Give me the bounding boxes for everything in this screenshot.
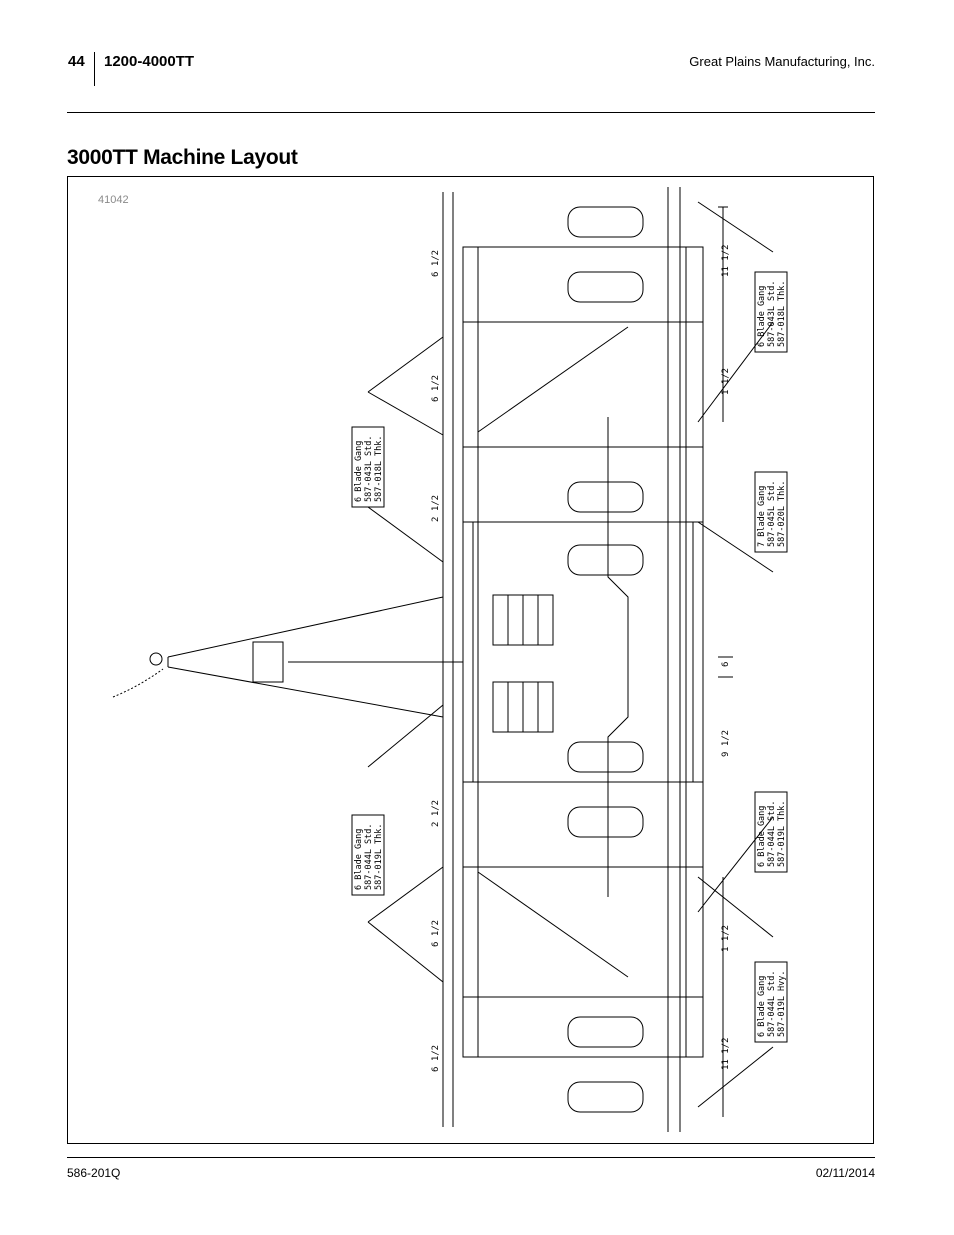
callout-box	[754, 271, 788, 353]
header-divider	[94, 52, 95, 86]
publish-date: 02/11/2014	[815, 1166, 875, 1180]
svg-text:6 Blade Gang: 6 Blade Gang	[757, 286, 767, 347]
dim-left-top: 6 1/2	[431, 250, 441, 277]
dim-left-upper: 6 1/2	[431, 375, 441, 402]
callout-box	[351, 426, 385, 508]
svg-text:6 Blade Gang: 6 Blade Gang	[757, 976, 767, 1037]
svg-text:587-044L Std.: 587-044L Std.	[364, 823, 374, 890]
section-title: 3000TT Machine Layout	[67, 146, 298, 169]
dim-left-center-lower: 2 1/2	[431, 800, 441, 827]
svg-text:587-045L Std.: 587-045L Std.	[767, 480, 777, 547]
hitch-clevis	[149, 652, 163, 666]
svg-text:587-019L Thk.: 587-019L Thk.	[777, 800, 787, 867]
wheel	[567, 206, 644, 238]
wheel	[567, 741, 644, 773]
hitch-jack	[252, 641, 284, 683]
dim-right-center-lower: 9 1/2	[721, 730, 731, 757]
callout-right-center: 7 Blade Gang 587-045L Std. 587-020L Thk.	[757, 480, 787, 547]
wheel	[567, 271, 644, 303]
figure-frame: 41042	[67, 176, 874, 1144]
callout-box	[351, 814, 385, 896]
dim-right-top: 11 1/2	[721, 244, 731, 277]
main-frame	[462, 246, 704, 1058]
callout-left-lower: 6 Blade Gang 587-044L Std. 587-019L Thk.	[354, 823, 384, 890]
svg-text:6 Blade Gang: 6 Blade Gang	[354, 829, 364, 890]
callout-box	[754, 961, 788, 1043]
dim-right-lower: 1 1/2	[721, 925, 731, 952]
dim-right-upper: 1 1/2	[721, 368, 731, 395]
dim-left-center-upper: 2 1/2	[431, 495, 441, 522]
wheel	[567, 481, 644, 513]
svg-text:6 Blade Gang: 6 Blade Gang	[354, 441, 364, 502]
figure-id: 41042	[98, 194, 129, 206]
dim-left-bottom: 6 1/2	[431, 1045, 441, 1072]
svg-text:587-043L Std.: 587-043L Std.	[767, 280, 777, 347]
svg-text:587-019L Thk.: 587-019L Thk.	[374, 823, 384, 890]
svg-text:587-018L Thk.: 587-018L Thk.	[777, 280, 787, 347]
wheel	[567, 806, 644, 838]
footer-rule	[67, 1157, 875, 1158]
wheel	[567, 544, 644, 576]
callout-box	[754, 471, 788, 553]
callout-box	[754, 791, 788, 873]
svg-text:587-044L Std.: 587-044L Std.	[767, 800, 777, 867]
svg-text:6 Blade Gang: 6 Blade Gang	[757, 806, 767, 867]
svg-text:587-043L Std.: 587-043L Std.	[364, 435, 374, 502]
svg-text:587-020L Thk.: 587-020L Thk.	[777, 480, 787, 547]
machine-layout-drawing: 6 1/2 6 1/2 2 1/2 2 1/2 6 1/2 6 1/2 11 1…	[112, 187, 788, 1132]
wheel	[567, 1016, 644, 1048]
center-frame	[472, 521, 694, 783]
model-name: 1200-4000TT	[104, 53, 195, 70]
company-name: Great Plains Manufacturing, Inc.	[689, 54, 875, 69]
header-rule	[67, 112, 875, 113]
callout-right-top: 6 Blade Gang 587-043L Std. 587-018L Thk.	[757, 280, 787, 347]
dim-right-bottom: 11 1/2	[721, 1037, 731, 1070]
callout-right-lower: 6 Blade Gang 587-044L Std. 587-019L Thk.	[757, 800, 787, 867]
svg-text:587-019L Hvy.: 587-019L Hvy.	[777, 970, 787, 1037]
page-number: 44	[68, 53, 85, 70]
dim-left-lower: 6 1/2	[431, 920, 441, 947]
doc-number: 586-201Q	[67, 1166, 121, 1180]
svg-text:587-044L Std.: 587-044L Std.	[767, 970, 777, 1037]
callout-left-upper: 6 Blade Gang 587-043L Std. 587-018L Thk.	[354, 435, 384, 502]
svg-text:587-018L Thk.: 587-018L Thk.	[374, 435, 384, 502]
svg-text:7 Blade Gang: 7 Blade Gang	[757, 486, 767, 547]
dim-right-center: 6	[721, 662, 731, 667]
wheel	[567, 1081, 644, 1113]
callout-right-bottom: 6 Blade Gang 587-044L Std. 587-019L Hvy.	[757, 970, 787, 1037]
